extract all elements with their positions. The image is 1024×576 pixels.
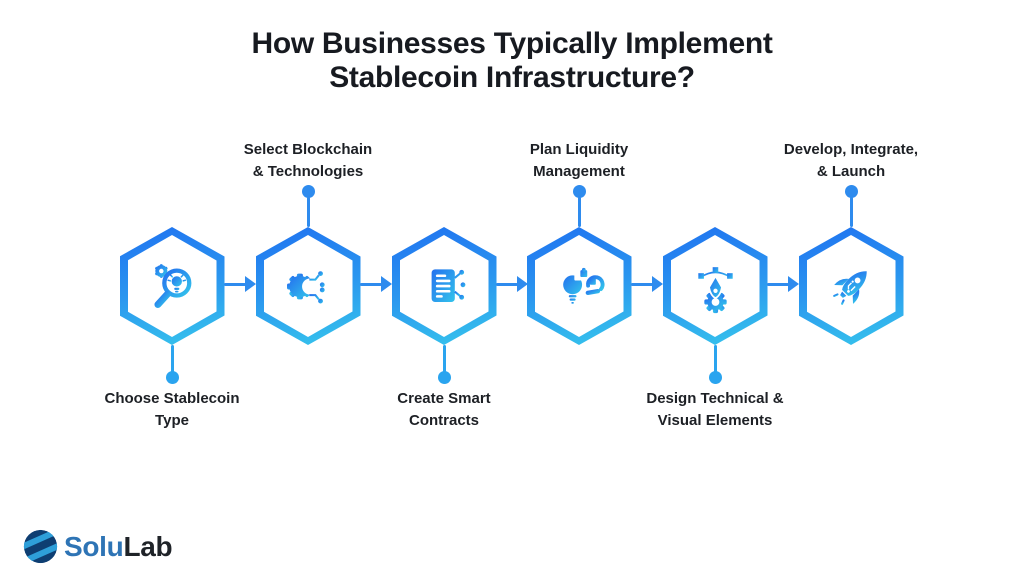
logo-text-lab: Lab [123, 530, 173, 562]
step-4-label: Plan Liquidity Management [529, 141, 629, 180]
step-4-hexagon [526, 227, 632, 345]
step-6-connector-dot [844, 185, 858, 198]
step-5-connector-line [713, 345, 717, 375]
solulab-logo-text: SoluLab [64, 530, 173, 563]
flow-arrow-2 [360, 276, 392, 292]
step-4-connector-dot [572, 185, 586, 198]
logo-text-solu: Solu [64, 530, 124, 562]
solulab-logo: SoluLab [22, 528, 173, 565]
bulb-puzzle-hand-icon [562, 267, 605, 304]
step-1-hexagon [119, 227, 225, 345]
step-1-connector-line [170, 345, 174, 375]
smart-contract-document-icon [431, 269, 465, 302]
step-1-connector-dot [165, 371, 179, 384]
flow-arrow-1 [224, 276, 256, 292]
step-6-hexagon [798, 227, 904, 345]
step-6-connector-line [849, 197, 853, 227]
flow-arrow-3 [496, 276, 528, 292]
step-1-label: Choose Stablecoin Type [104, 390, 240, 429]
rocket-icon [832, 271, 867, 305]
step-5-label: Design Technical & Visual Elements [646, 390, 784, 429]
pen-tool-gear-icon [697, 267, 733, 314]
step-3-label: Create Smart Contracts [397, 390, 491, 429]
step-2-connector-line [306, 197, 310, 227]
page-title: How Businesses Typically Implement Stabl… [251, 27, 773, 94]
step-3-connector-line [442, 345, 446, 375]
flow-arrow-5 [767, 276, 799, 292]
step-5-hexagon [662, 227, 768, 345]
step-3-hexagon [391, 227, 497, 345]
solulab-logo-icon [23, 529, 58, 564]
gear-circuit-icon [286, 271, 325, 304]
step-6-label: Develop, Integrate, & Launch [783, 141, 919, 180]
step-4-connector-line [577, 197, 581, 227]
step-2-connector-dot [301, 185, 315, 198]
step-2-hexagon [255, 227, 361, 345]
step-5-connector-dot [708, 371, 722, 384]
step-2-label: Select Blockchain & Technologies [243, 141, 373, 180]
flow-arrow-4 [631, 276, 663, 292]
magnifier-bulb-gear-icon [153, 264, 191, 308]
step-3-connector-dot [437, 371, 451, 384]
